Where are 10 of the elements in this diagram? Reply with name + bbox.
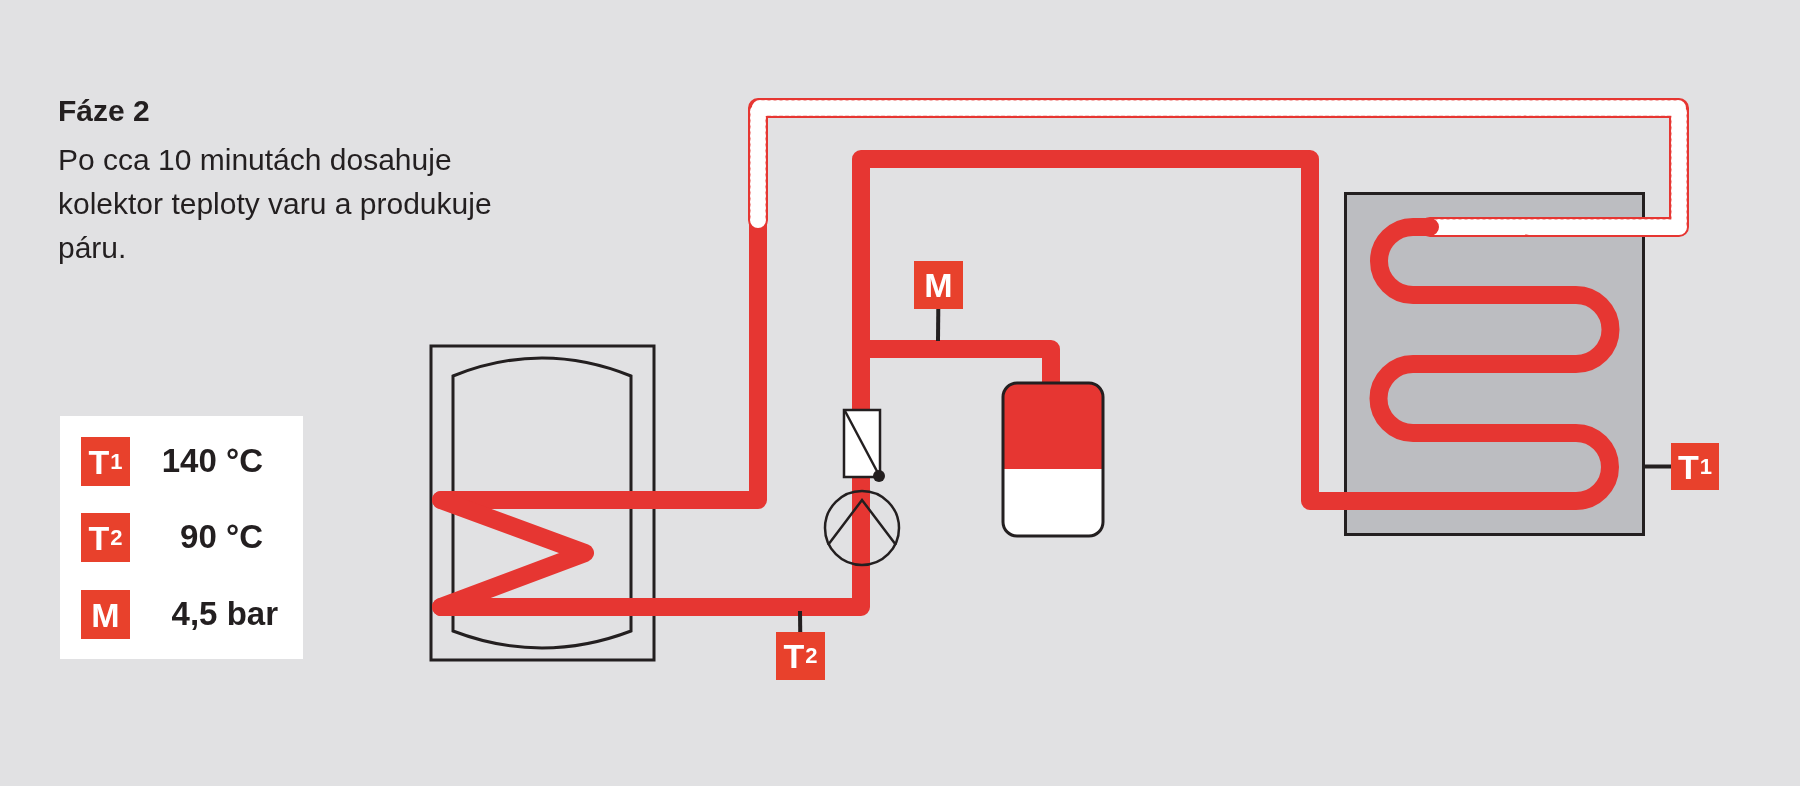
sensor-badge: M — [81, 590, 130, 639]
description-text: Po cca 10 minutách dosahuje kolektor teploty varu a produkuje páru. — [58, 142, 493, 266]
leader-line — [936, 308, 941, 342]
legend-value: 4,5 bar — [170, 595, 278, 633]
diagram-title: Fáze 2 — [58, 94, 151, 128]
leader-line — [798, 610, 803, 633]
legend-value: 90 °C — [179, 518, 263, 556]
leader-line — [1642, 464, 1671, 469]
sensor-badge: M — [914, 261, 963, 309]
legend-value: 140 °C — [160, 442, 263, 480]
